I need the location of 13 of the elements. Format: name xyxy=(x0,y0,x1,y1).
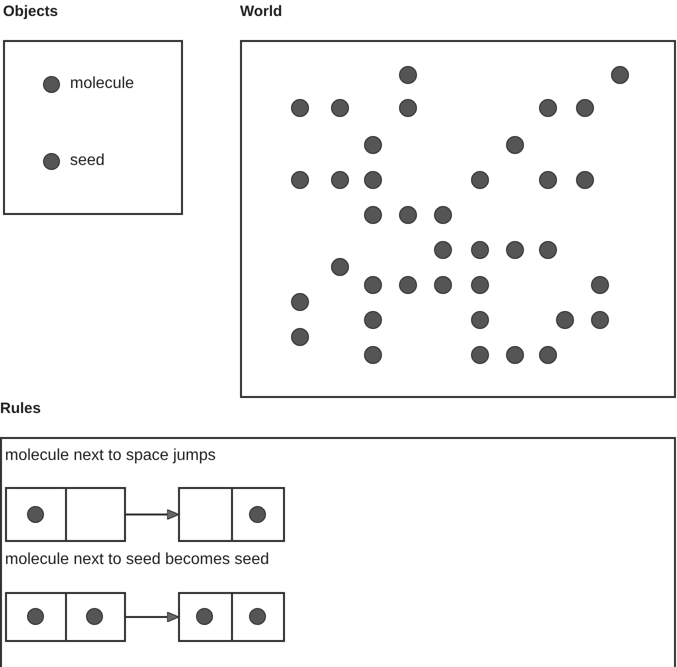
grid-cells xyxy=(5,487,126,542)
panel-heading: World xyxy=(240,3,282,20)
legend-label: seed xyxy=(70,152,105,170)
arrow xyxy=(126,612,180,622)
rule-caption: molecule next to space jumps xyxy=(5,447,216,465)
panel-heading: Objects xyxy=(3,3,58,20)
grid-cells xyxy=(178,592,285,642)
rule-caption: molecule next to seed becomes seed xyxy=(5,551,270,569)
grid-cells xyxy=(5,592,126,642)
panel-heading: Rules xyxy=(0,400,41,417)
legend-label: molecule xyxy=(70,75,134,93)
arrow xyxy=(126,509,180,520)
grid-cells xyxy=(178,487,285,542)
